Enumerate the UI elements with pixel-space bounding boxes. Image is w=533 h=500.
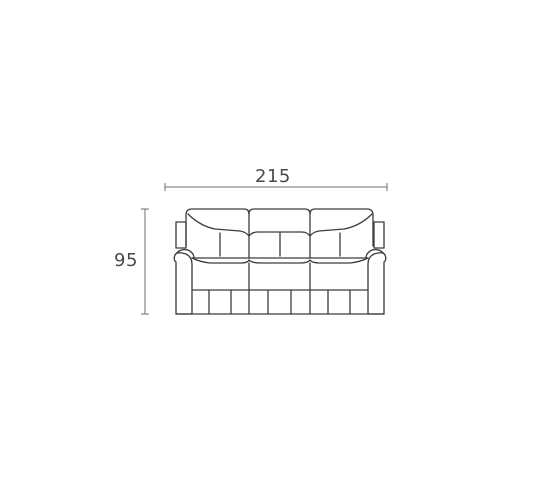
sofa-drawing <box>173 208 387 315</box>
right-arm-post <box>373 221 385 249</box>
left-armrest <box>173 252 193 315</box>
width-dimension-label: 215 <box>255 166 291 187</box>
width-dimension-line <box>164 183 388 191</box>
left-arm-post <box>175 221 187 249</box>
height-dimension-label: 95 <box>114 250 138 271</box>
height-dimension-line <box>141 208 149 315</box>
right-armrest <box>367 252 387 315</box>
back-cushion-left <box>185 208 250 259</box>
back-cushion-right <box>309 208 374 247</box>
